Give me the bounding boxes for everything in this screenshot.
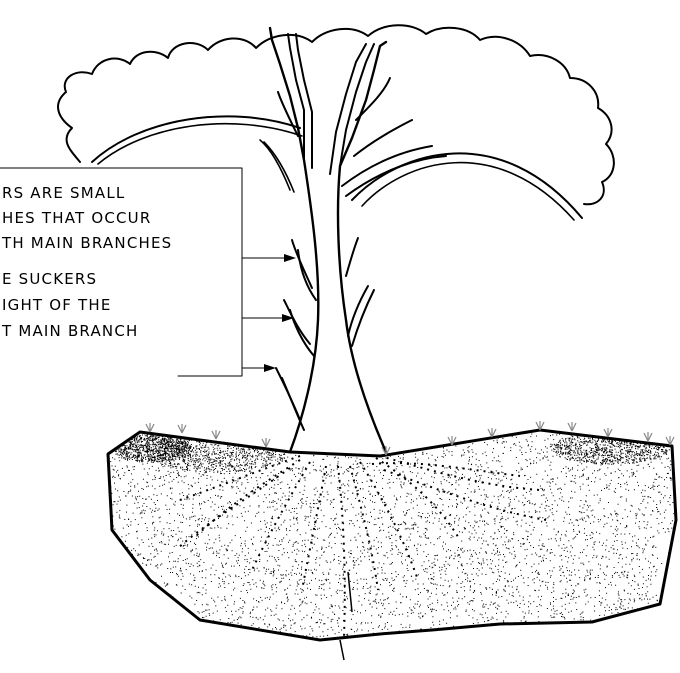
note2-line2: IGHT OF THE xyxy=(2,296,112,314)
sucker-2 xyxy=(284,300,310,344)
annotation-text: RS ARE SMALL HES THAT OCCUR TH MAIN BRAN… xyxy=(1,184,172,340)
grass-tuft-3 xyxy=(212,430,220,439)
grass-tuft-2 xyxy=(178,424,186,433)
grass-tuft-1 xyxy=(146,423,154,432)
grass-tuft-10 xyxy=(604,428,612,437)
center-branch-right xyxy=(340,44,374,166)
sucker-5 xyxy=(346,238,358,276)
grass-tuft-9 xyxy=(568,422,576,431)
sucker-4 xyxy=(352,290,374,346)
grass-tuft-8 xyxy=(536,421,544,430)
soil-cross-section xyxy=(108,430,676,640)
note1-line3: TH MAIN BRANCHES xyxy=(1,234,172,252)
canopy-outline xyxy=(58,25,614,204)
grass-tuft-11 xyxy=(644,432,652,441)
grass-tuft-7 xyxy=(488,428,496,437)
note2-line3: T MAIN BRANCH xyxy=(1,322,139,340)
sucker-1 xyxy=(292,240,312,288)
note1-line2: HES THAT OCCUR xyxy=(2,209,151,227)
note1-line1: RS ARE SMALL xyxy=(2,184,125,202)
grass-tuft-12 xyxy=(666,436,674,445)
left-arch-branch xyxy=(92,116,300,162)
note2-line1: E SUCKERS xyxy=(2,270,97,288)
grass-tuft-4 xyxy=(262,438,270,447)
